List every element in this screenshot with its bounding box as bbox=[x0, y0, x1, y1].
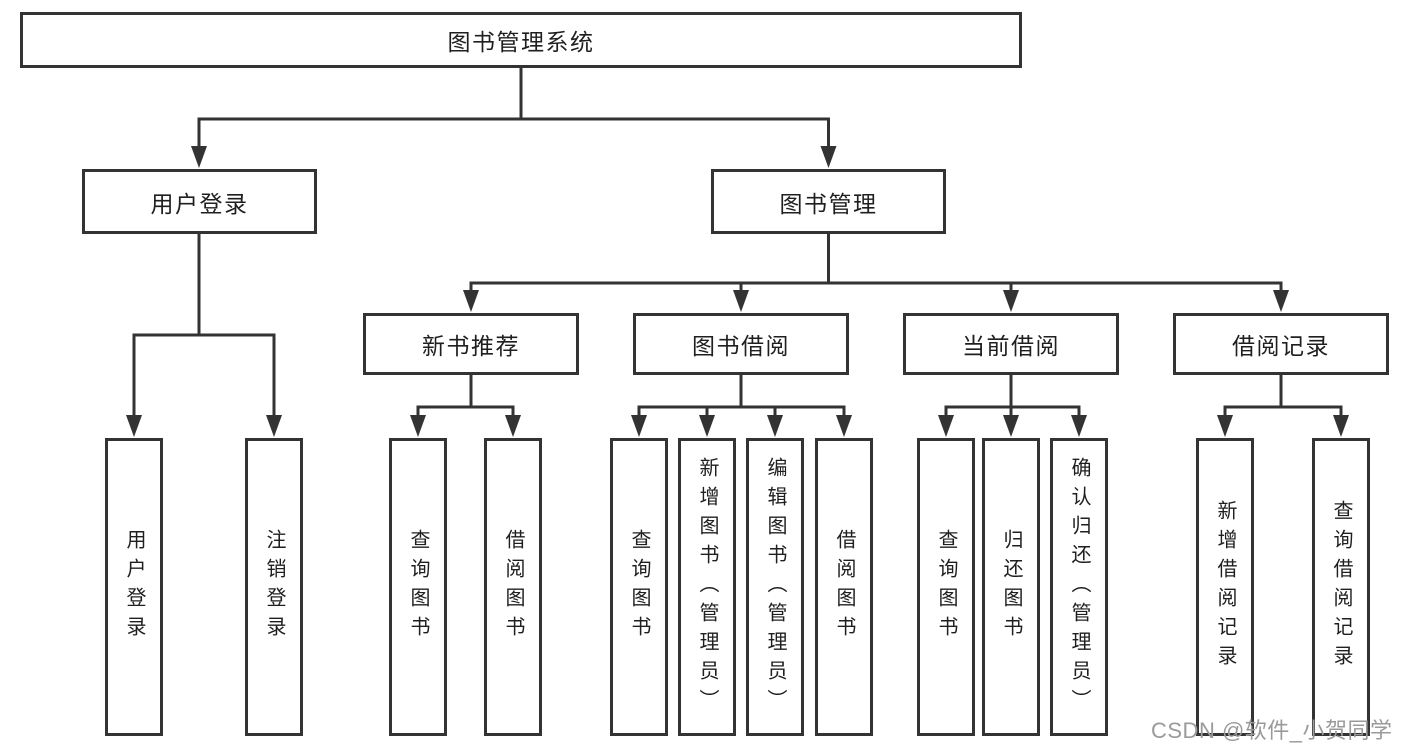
node-label: 图书借阅 bbox=[692, 333, 790, 359]
leaf-user-login: 用户登录 bbox=[105, 438, 163, 736]
leaf-logout: 注销登录 bbox=[245, 438, 303, 736]
leaf-label: 借阅图书 bbox=[502, 529, 524, 645]
leaf-bb-add-books-admin: 新增图书（管理员） bbox=[678, 438, 736, 736]
leaf-label: 新增图书（管理员） bbox=[696, 456, 718, 718]
leaf-cb-confirm-return-admin: 确认归还（管理员） bbox=[1050, 438, 1108, 736]
leaf-label: 编辑图书（管理员） bbox=[764, 456, 786, 718]
leaf-label: 注销登录 bbox=[263, 529, 285, 645]
leaf-label: 确认归还（管理员） bbox=[1068, 456, 1090, 718]
node-library-management-system: 图书管理系统 bbox=[20, 12, 1022, 68]
leaf-label: 借阅图书 bbox=[833, 529, 855, 645]
leaf-label: 查询图书 bbox=[935, 529, 957, 645]
leaf-nr-query-books: 查询图书 bbox=[389, 438, 447, 736]
node-label: 借阅记录 bbox=[1232, 333, 1330, 359]
leaf-label: 查询借阅记录 bbox=[1330, 500, 1352, 674]
leaf-cb-return-books: 归还图书 bbox=[982, 438, 1040, 736]
node-book-borrowing: 图书借阅 bbox=[633, 313, 849, 375]
leaf-bb-borrow-books: 借阅图书 bbox=[815, 438, 873, 736]
leaf-br-add-record: 新增借阅记录 bbox=[1196, 438, 1254, 736]
node-current-borrowing: 当前借阅 bbox=[903, 313, 1119, 375]
node-label: 用户登录 bbox=[150, 190, 249, 217]
leaf-cb-query-books: 查询图书 bbox=[917, 438, 975, 736]
node-book-management: 图书管理 bbox=[711, 169, 946, 234]
node-label: 新书推荐 bbox=[422, 333, 520, 359]
csdn-watermark: CSDN @软件_小贺同学 bbox=[1151, 718, 1393, 743]
node-label: 图书管理 bbox=[779, 190, 878, 217]
leaf-label: 用户登录 bbox=[123, 529, 145, 645]
leaf-bb-edit-books-admin: 编辑图书（管理员） bbox=[746, 438, 804, 736]
node-label: 图书管理系统 bbox=[447, 29, 595, 55]
node-user-login: 用户登录 bbox=[82, 169, 317, 234]
leaf-label: 新增借阅记录 bbox=[1214, 500, 1236, 674]
node-new-book-recommend: 新书推荐 bbox=[363, 313, 579, 375]
node-borrow-records: 借阅记录 bbox=[1173, 313, 1389, 375]
leaf-label: 查询图书 bbox=[628, 529, 650, 645]
leaf-label: 归还图书 bbox=[1000, 529, 1022, 645]
node-label: 当前借阅 bbox=[962, 333, 1060, 359]
leaf-bb-query-books: 查询图书 bbox=[610, 438, 668, 736]
leaf-br-query-record: 查询借阅记录 bbox=[1312, 438, 1370, 736]
leaf-label: 查询图书 bbox=[407, 529, 429, 645]
leaf-nr-borrow-books: 借阅图书 bbox=[484, 438, 542, 736]
